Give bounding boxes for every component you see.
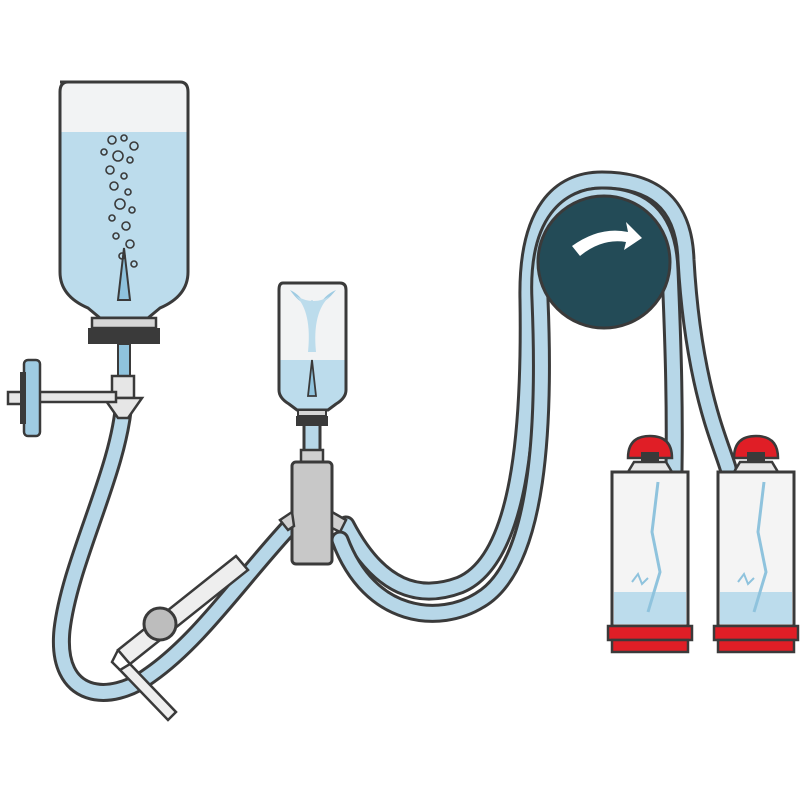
bubble-icon: [108, 214, 116, 222]
bubble-icon: [126, 156, 134, 164]
bubble-icon: [120, 134, 128, 142]
clamp-wheel-icon[interactable]: [142, 606, 178, 642]
bottle-cap: [88, 328, 160, 344]
filter-unit-left: [606, 434, 694, 654]
filter-base: [712, 624, 800, 642]
source-bottle: [58, 80, 190, 379]
bubble-icon: [121, 221, 131, 231]
bubble-icon: [129, 141, 139, 151]
source-liquid: [60, 132, 188, 318]
spray-icon: [290, 290, 336, 352]
vent-filter: [6, 358, 42, 438]
bubbles-icon: [100, 134, 139, 268]
bubble-icon: [100, 148, 108, 156]
bubble-icon: [125, 239, 135, 249]
stopcock[interactable]: [36, 374, 145, 420]
rotation-arrow-icon: [572, 222, 642, 256]
manifold: [278, 448, 348, 566]
pump-rotor: [536, 194, 672, 330]
bubble-icon: [130, 260, 138, 268]
bubble-icon: [120, 172, 128, 180]
bubble-icon: [128, 206, 136, 214]
filter-top-cap: [732, 434, 780, 460]
filter-unit-right: [712, 434, 800, 654]
spike-icon: [116, 247, 132, 301]
peristaltic-pump: [536, 194, 672, 330]
bubble-icon: [107, 135, 117, 145]
drip-chamber-bottle: [277, 281, 348, 426]
bubble-icon: [112, 150, 124, 162]
bubble-icon: [124, 188, 132, 196]
tube-manifold-to-pump-outer: [336, 170, 738, 601]
bubble-icon: [114, 198, 126, 210]
bottle-neck: [90, 316, 158, 330]
bubble-icon: [109, 181, 119, 191]
bubble-icon: [105, 165, 115, 175]
filter-top-cap: [626, 434, 674, 460]
filter-base: [606, 624, 694, 642]
bubble-icon: [118, 252, 126, 260]
roller-clamp[interactable]: [110, 554, 250, 722]
bubble-icon: [112, 232, 120, 240]
tube-source-to-manifold: [51, 390, 302, 702]
